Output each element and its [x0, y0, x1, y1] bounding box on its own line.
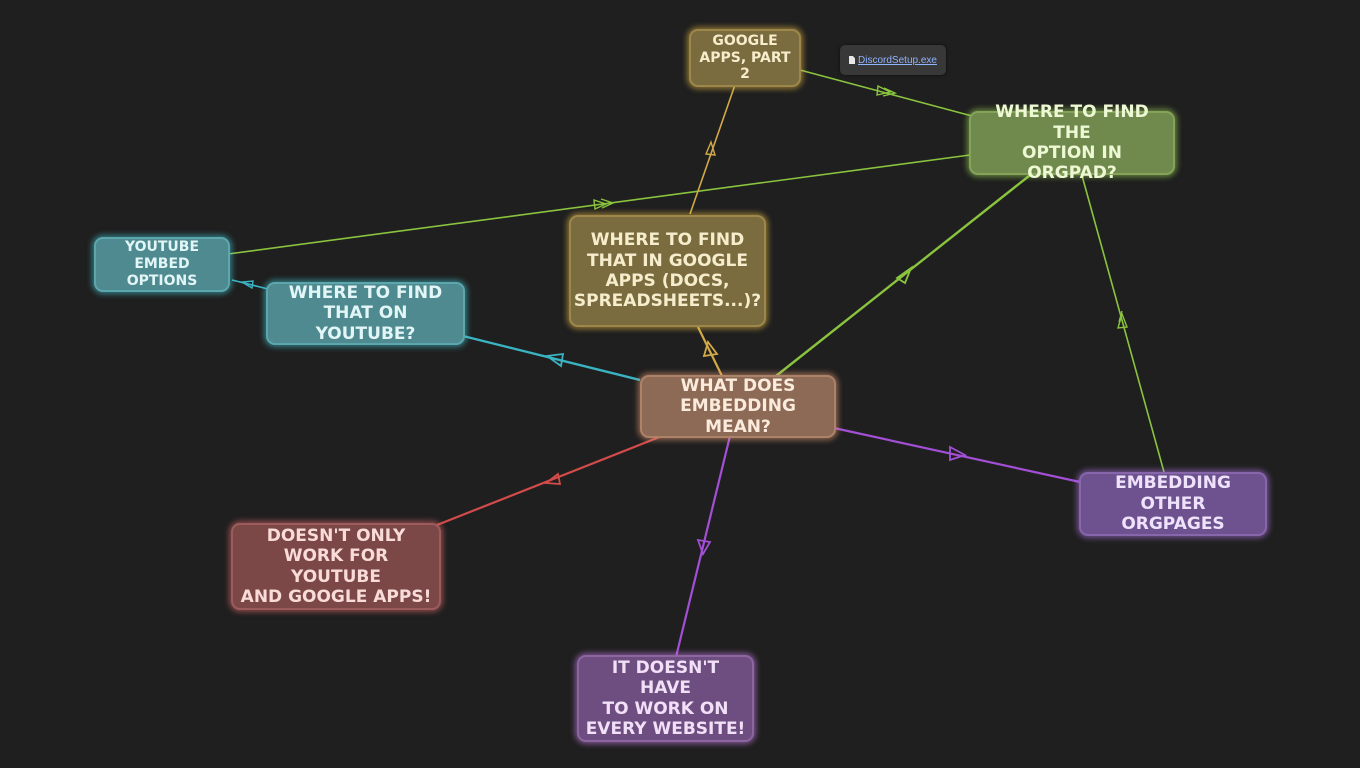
edge-arrow-marker: [876, 84, 898, 97]
node-doesnt-have-to-work[interactable]: IT DOESN'T HAVE TO WORK ON EVERY WEBSITE…: [577, 655, 754, 742]
edge-embedding-to-doesnt-have[interactable]: [674, 435, 732, 658]
node-text: THAT ON YOUTUBE?: [315, 303, 416, 344]
edge-arrow-marker: [696, 538, 712, 557]
node-text: WORK FOR YOUTUBE: [283, 546, 389, 587]
edge-arrow-marker: [702, 340, 719, 358]
edge-embedding-to-google-apps[interactable]: [697, 326, 723, 377]
edge-embedding-to-youtube[interactable]: [462, 334, 641, 382]
edge-arrow-marker: [593, 198, 615, 211]
file-icon: [849, 56, 856, 64]
attachment-chip[interactable]: DiscordSetup.exe: [840, 45, 946, 75]
edge-arrow-marker: [704, 139, 716, 156]
node-text: SPREADSHEETS...)?: [573, 291, 762, 312]
edge-other-orgpages-to-orgpad-option[interactable]: [1080, 171, 1165, 473]
node-text: WHERE TO FIND: [288, 282, 443, 303]
node-text: OTHER ORGPAGES: [1121, 493, 1225, 535]
edge-arrow-marker: [543, 472, 562, 485]
edge-arrow-marker: [1117, 310, 1128, 329]
edge-arrow-marker: [895, 265, 913, 285]
node-text: APPS, PART 2: [699, 49, 791, 83]
node-text: OPTION IN ORGPAD?: [1022, 143, 1122, 184]
edge-arrow-marker: [239, 280, 254, 290]
edge-youtube-embed-to-orgpad-option[interactable]: [227, 154, 971, 255]
edge-embedding-to-other-orgpages[interactable]: [833, 426, 1081, 484]
node-what-does-embedding-mean[interactable]: WHAT DOES EMBEDDING MEAN?: [640, 375, 836, 438]
node-text: WHERE TO FIND: [590, 230, 745, 251]
edge-arrow-marker: [544, 352, 565, 368]
node-text: EMBEDDING MEAN?: [680, 396, 796, 437]
node-doesnt-only-work[interactable]: DOESN'T ONLY WORK FOR YOUTUBE AND GOOGLE…: [231, 523, 441, 610]
node-where-find-orgpad-option[interactable]: WHERE TO FIND THE OPTION IN ORGPAD?: [969, 102, 1175, 183]
node-text: EMBEDDING: [1115, 473, 1231, 494]
node-text: AND GOOGLE APPS!: [240, 586, 432, 607]
node-text: DOESN'T ONLY: [266, 525, 406, 546]
node-text: YOUTUBE: [124, 239, 200, 256]
attachment-link[interactable]: DiscordSetup.exe: [858, 54, 937, 66]
node-where-find-youtube[interactable]: WHERE TO FIND THAT ON YOUTUBE?: [266, 282, 465, 345]
node-text: WHAT DOES: [680, 375, 796, 396]
node-youtube-embed-options[interactable]: YOUTUBE EMBED OPTIONS: [94, 237, 230, 292]
edge-youtube-to-embed-options[interactable]: [231, 279, 269, 290]
node-text: TO WORK ON: [602, 698, 729, 719]
node-text: THAT IN GOOGLE: [587, 250, 748, 271]
edge-embedding-to-orgpad-option[interactable]: [775, 171, 1035, 377]
node-text: GOOGLE: [712, 32, 778, 49]
node-text: APPS (DOCS,: [605, 271, 730, 291]
node-text: WHERE TO FIND THE: [995, 102, 1149, 143]
node-text: EMBED OPTIONS: [126, 256, 198, 289]
edge-arrow-marker: [949, 445, 968, 462]
node-where-find-google-apps[interactable]: WHERE TO FIND THAT IN GOOGLE APPS (DOCS,…: [569, 215, 766, 327]
node-text: EVERY WEBSITE!: [585, 718, 746, 739]
node-google-apps-part-2[interactable]: GOOGLE APPS, PART 2: [689, 29, 801, 87]
node-text: IT DOESN'T HAVE: [611, 657, 720, 699]
node-embedding-other-orgpages[interactable]: EMBEDDING OTHER ORGPAGES: [1079, 472, 1267, 536]
